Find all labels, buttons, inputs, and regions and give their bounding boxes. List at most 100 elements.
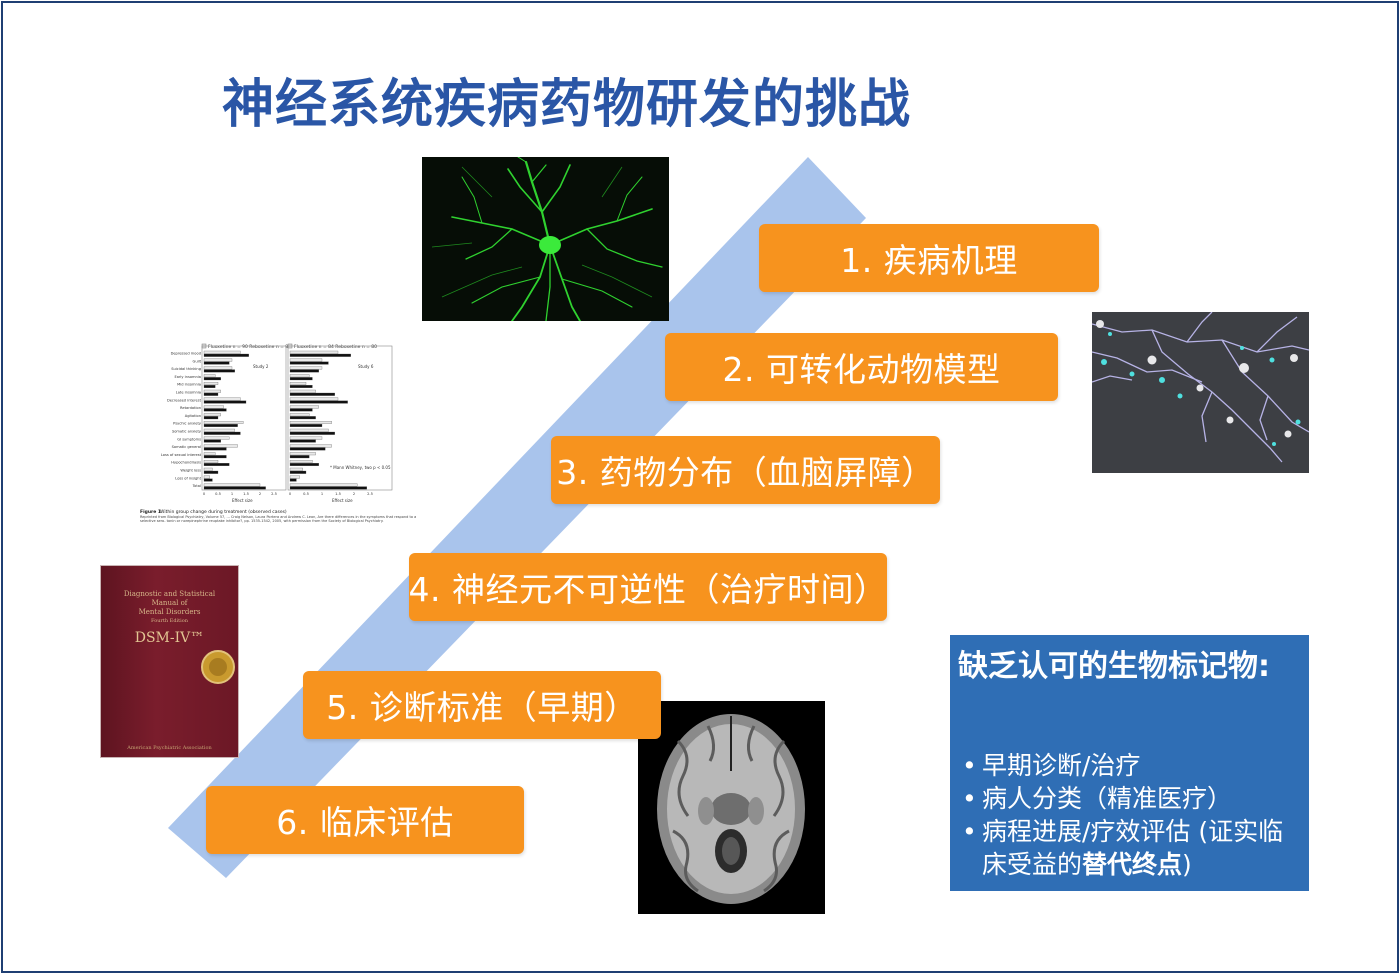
figure-bar-left-reboxetine bbox=[203, 361, 230, 365]
figure-bar-right-reboxetine bbox=[289, 424, 323, 427]
figure-row-label: Loss of insight bbox=[175, 476, 201, 480]
figure-bar-right-reboxetine bbox=[289, 431, 335, 435]
biomarker-item-text-bold: 替代终点 bbox=[1082, 850, 1183, 879]
biomarker-list: • 早期诊断/治疗 • 病人分类（精准医疗） • 病程进展/疗效评估 (证实临床… bbox=[956, 749, 1301, 881]
figure-bar-right-fluoxetine bbox=[289, 374, 310, 378]
figure-bar-left-reboxetine bbox=[203, 408, 227, 412]
figure-bar-left-reboxetine bbox=[203, 478, 213, 482]
figure-bar-right-fluoxetine bbox=[289, 366, 323, 370]
figure-bar-left-fluoxetine bbox=[203, 405, 224, 409]
dsm-title-line1: Diagnostic and Statistical bbox=[123, 590, 216, 598]
biomarker-item-text: 病人分类（精准医疗） bbox=[982, 784, 1233, 813]
figure-row-label: Agitation bbox=[185, 414, 201, 418]
step-6-clinical-evaluation: 6. 临床评估 bbox=[206, 786, 524, 854]
figure-bar-right-reboxetine bbox=[289, 470, 307, 474]
paper-bar-chart-figure: Fluoxetine n = 90 Reboxetine n = 84 Fluo… bbox=[140, 336, 425, 531]
significance-note: * Mann Whitney, two p < 0.05 bbox=[330, 465, 391, 470]
figure-bar-right-reboxetine bbox=[289, 408, 313, 412]
figure-bar-left-fluoxetine bbox=[203, 483, 261, 487]
figure-x-tick-left: 2.5 bbox=[271, 492, 277, 496]
figure-bar-left-reboxetine bbox=[203, 431, 241, 435]
figure-x-tick-left: 0.5 bbox=[215, 492, 221, 496]
figure-bar-left-reboxetine bbox=[203, 455, 227, 459]
bullet-icon: • bbox=[962, 817, 977, 846]
biomarker-item-text: 早期诊断/治疗 bbox=[982, 751, 1141, 780]
biomarker-item: • 病程进展/疗效评估 (证实临床受益的替代终点) bbox=[956, 815, 1301, 881]
figure-bar-left-fluoxetine bbox=[203, 413, 221, 417]
figure-bar-left-reboxetine bbox=[203, 486, 266, 490]
figure-x-tick-right: 1 bbox=[321, 492, 323, 496]
dsm-title-line3: Mental Disorders bbox=[138, 608, 201, 616]
figure-x-tick-right: 2.5 bbox=[367, 492, 373, 496]
figure-x-tick-left: 1 bbox=[231, 492, 233, 496]
step-2-animal-models: 2. 可转化动物模型 bbox=[665, 333, 1058, 401]
biomarker-note-box: 缺乏认可的生物标记物: • 早期诊断/治疗 • 病人分类（精准医疗） • 病程进… bbox=[950, 635, 1309, 891]
biomarker-item: • 病人分类（精准医疗） bbox=[956, 782, 1301, 815]
figure-bar-right-fluoxetine bbox=[289, 382, 307, 385]
figure-bar-left-reboxetine bbox=[203, 439, 221, 443]
figure-bar-left-reboxetine bbox=[203, 377, 221, 381]
figure-row-label: Loss of sexual interest bbox=[161, 453, 202, 457]
figure-bar-right-fluoxetine bbox=[289, 413, 310, 417]
figure-row-label: GI symptoms bbox=[177, 437, 201, 441]
caption-text: Within group change during treatment (ob… bbox=[160, 509, 287, 515]
cell-culture-image bbox=[1092, 312, 1309, 473]
figure-bar-right-fluoxetine bbox=[289, 397, 339, 401]
figure-row-label: Somatic general bbox=[172, 445, 201, 449]
neuron-drawing bbox=[431, 157, 663, 321]
cell-culture-drawing bbox=[1092, 312, 1309, 463]
figure-bar-left-fluoxetine bbox=[203, 374, 216, 378]
figure-bar-left-fluoxetine bbox=[203, 475, 210, 479]
figure-bar-left-fluoxetine bbox=[203, 467, 213, 471]
figure-row-label: Psychic anxiety bbox=[173, 422, 202, 426]
figure-bar-right-fluoxetine bbox=[289, 405, 319, 409]
figure-bar-left-fluoxetine bbox=[203, 436, 230, 440]
dsm-cover-title: Diagnostic and Statistical Manual of Men… bbox=[109, 590, 230, 626]
figure-bar-left-fluoxetine bbox=[203, 366, 233, 370]
figure-bar-left-reboxetine bbox=[203, 463, 230, 466]
figure-bar-left-reboxetine bbox=[203, 369, 235, 373]
paper-figure-svg: Fluoxetine n = 90 Reboxetine n = 84 Fluo… bbox=[140, 343, 416, 523]
bullet-icon: • bbox=[962, 784, 977, 813]
figure-bar-right-fluoxetine bbox=[289, 389, 316, 393]
xlabel-right: Effect size bbox=[332, 498, 353, 503]
figure-bar-left-reboxetine bbox=[203, 470, 219, 474]
biomarker-note-heading: 缺乏认可的生物标记物: bbox=[958, 649, 1270, 684]
step-1-disease-mechanism: 1. 疾病机理 bbox=[759, 224, 1099, 292]
figure-row-label: Somatic anxiety bbox=[172, 430, 202, 434]
figure-bar-right-reboxetine bbox=[289, 447, 326, 451]
figure-bar-right-reboxetine bbox=[289, 463, 319, 466]
figure-bar-left-reboxetine bbox=[203, 424, 238, 427]
step-4-neuron-irreversibility: 4. 神经元不可逆性（治疗时间） bbox=[409, 553, 887, 621]
figure-row-label: Hypochondriasis bbox=[171, 461, 201, 465]
figure-bar-left-fluoxetine bbox=[203, 460, 219, 463]
biomarker-item-text-after: ) bbox=[1182, 850, 1192, 879]
figure-bar-left-fluoxetine bbox=[203, 444, 238, 448]
figure-bar-right-reboxetine bbox=[289, 377, 313, 381]
figure-bar-left-reboxetine bbox=[203, 392, 219, 396]
dsm-iv-book-cover: Diagnostic and Statistical Manual of Men… bbox=[100, 565, 239, 758]
figure-bar-right-reboxetine bbox=[289, 361, 329, 365]
biomarker-item-text-before: 病程进展/疗效评估 (证实临床受益的 bbox=[982, 817, 1284, 879]
figure-bar-left-fluoxetine bbox=[203, 350, 241, 354]
figure-x-tick-right: 1.5 bbox=[335, 492, 341, 496]
figure-row-label: Retardation bbox=[180, 406, 201, 410]
figure-bar-right-fluoxetine bbox=[289, 350, 339, 354]
figure-row-label: Decreased interest bbox=[167, 398, 202, 402]
figure-x-tick-right: 2 bbox=[353, 492, 355, 496]
figure-bar-left-fluoxetine bbox=[203, 452, 216, 456]
figure-bar-left-reboxetine bbox=[203, 385, 216, 388]
figure-row-label: Late insomnia bbox=[176, 391, 201, 395]
figure-x-tick-right: 0 bbox=[289, 492, 292, 496]
figure-bar-right-reboxetine bbox=[289, 392, 335, 396]
figure-bar-left-reboxetine bbox=[203, 416, 219, 420]
figure-bar-right-reboxetine bbox=[289, 369, 319, 373]
figure-bar-left-fluoxetine bbox=[203, 358, 233, 362]
xlabel-left: Effect size bbox=[232, 498, 253, 503]
figure-bar-right-reboxetine bbox=[289, 439, 316, 443]
study-left-label: Study 2 bbox=[253, 364, 269, 369]
figure-bar-left-reboxetine bbox=[203, 400, 247, 404]
figure-row-label: Suicidal thinking bbox=[171, 367, 201, 371]
figure-bar-right-reboxetine bbox=[289, 455, 310, 459]
figure-x-tick-left: 0 bbox=[203, 492, 206, 496]
